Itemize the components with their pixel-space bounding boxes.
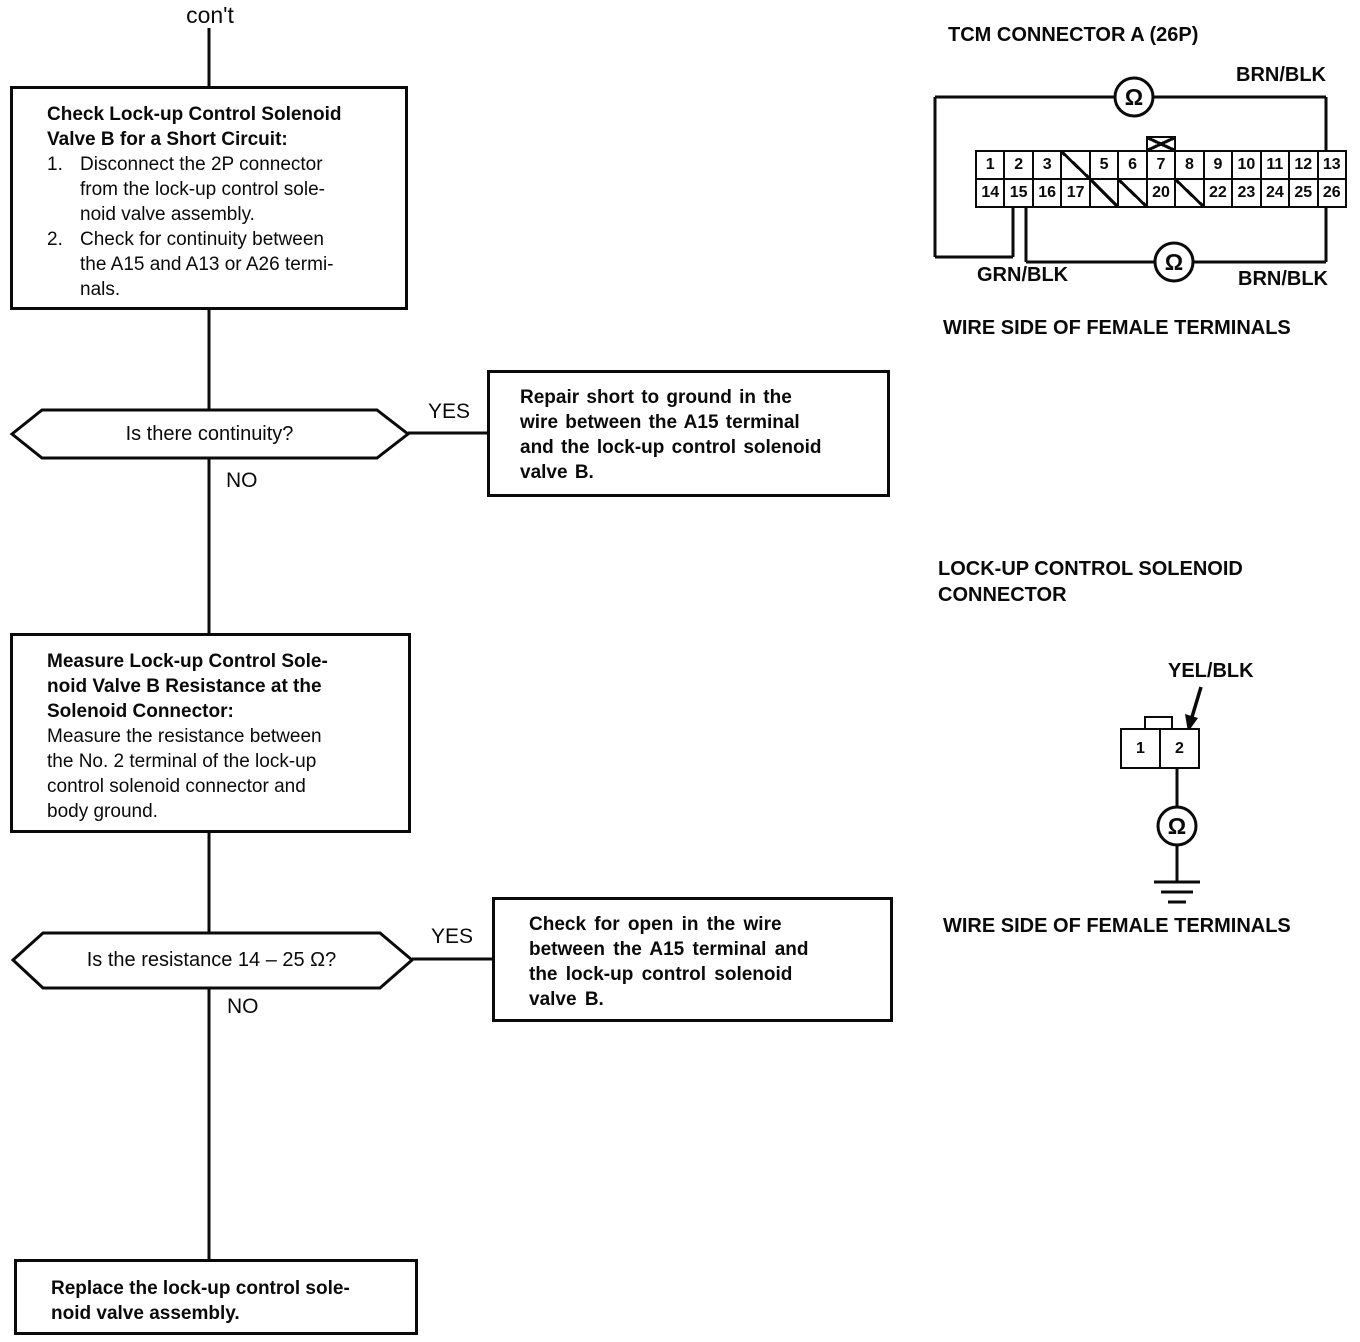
measure-resistance-title: Measure Lock-up Control Sole- noid Valve… (47, 651, 328, 722)
tcm-pin-10: 10 (1233, 152, 1260, 178)
tcm-connector-title: TCM CONNECTOR A (26P) (948, 24, 1199, 46)
decision2-hexagon (10, 931, 415, 990)
tcm-pin-15: 15 (1005, 180, 1032, 206)
solenoid-ohmmeter-symbol: Ω (1168, 813, 1186, 839)
check-open-text: Check for open in the wire between the A… (529, 914, 809, 1010)
yel-blk-arrowhead-icon (1185, 714, 1198, 732)
tcm-ohmmeter-bottom-symbol: Ω (1165, 249, 1183, 275)
measure-resistance-body: Measure the resistance between the No. 2… (47, 726, 322, 822)
tcm-keyway-icon (1146, 136, 1176, 152)
tcm-pin-16: 16 (1033, 180, 1061, 206)
tcm-brn-blk-bottom-label: BRN/BLK (1238, 268, 1328, 290)
tcm-pin-3: 3 (1033, 152, 1061, 178)
tcm-pin-2: 2 (1005, 152, 1032, 178)
tcm-ohmmeter-bottom-circle (1153, 241, 1195, 283)
tcm-pin-1: 1 (977, 152, 1004, 178)
tcm-pin-17: 17 (1062, 180, 1089, 206)
check-open-box: Check for open in the wire between the A… (492, 897, 893, 1022)
check-short-circuit-box: Check Lock-up Control Solenoid Valve B f… (10, 86, 408, 310)
tcm-wire-side-caption: WIRE SIDE OF FEMALE TERMINALS (943, 317, 1291, 339)
decision1-question: Is there continuity? (125, 422, 294, 445)
solenoid-pin-1: 1 (1122, 730, 1161, 767)
tcm-pin-9: 9 (1204, 152, 1232, 178)
tcm-pin-24: 24 (1261, 180, 1289, 206)
tcm-pin-6: 6 (1119, 152, 1146, 178)
tcm-pin-8: 8 (1176, 152, 1203, 178)
solenoid-yel-blk-label: YEL/BLK (1168, 660, 1254, 682)
decision2-no-label: NO (227, 995, 259, 1018)
replace-valve-box: Replace the lock-up control sole- noid v… (14, 1259, 418, 1335)
decision2-question: Is the resistance 14 – 25 Ω? (86, 949, 337, 971)
repair-short-box: Repair short to ground in the wire betwe… (487, 370, 890, 497)
continued-label: con't (186, 2, 234, 28)
decision2-yes-label: YES (431, 925, 474, 948)
solenoid-connector-title: LOCK-UP CONTROL SOLENOID CONNECTOR (938, 558, 1243, 606)
decision1-yes-label: YES (428, 400, 471, 423)
tcm-pin-22: 22 (1204, 180, 1232, 206)
decision1-no-label: NO (226, 469, 258, 492)
step-1-text: Disconnect the 2P connector from the loc… (80, 154, 325, 225)
solenoid-pin-2: 2 (1175, 739, 1184, 757)
step-2-text: Check for continuity between the A15 and… (80, 229, 334, 300)
tcm-pin-11: 11 (1261, 152, 1289, 178)
tcm-grn-blk-label: GRN/BLK (977, 264, 1069, 286)
tcm-ohmmeter-top-circle (1113, 76, 1155, 118)
tcm-brn-blk-top-label: BRN/BLK (1236, 64, 1326, 86)
tcm-pin-5: 5 (1090, 152, 1118, 178)
tcm-pin-19-blocked (1119, 180, 1146, 206)
step-1-number: 1. (47, 154, 63, 175)
step-1-row: 1. Disconnect the 2P connector from the … (47, 152, 391, 227)
tcm-pin-12: 12 (1290, 152, 1317, 178)
tcm-pin-26: 26 (1318, 180, 1345, 206)
step-2-row: 2. Check for continuity between the A15 … (47, 227, 391, 302)
tcm-pin-20: 20 (1147, 180, 1175, 206)
tcm-pin-25: 25 (1290, 180, 1317, 206)
tcm-pin-7: 7 (1147, 152, 1175, 178)
solenoid-connector-2p: 1 2 (1120, 728, 1200, 769)
measure-resistance-box: Measure Lock-up Control Sole- noid Valve… (10, 633, 411, 833)
tcm-ohmmeter-top-symbol: Ω (1125, 84, 1143, 110)
tcm-pin-14: 14 (977, 180, 1004, 206)
replace-valve-text: Replace the lock-up control sole- noid v… (51, 1278, 350, 1324)
tcm-pin-23: 23 (1233, 180, 1260, 206)
tcm-pin-4-blocked (1062, 152, 1089, 178)
yel-blk-arrow-shaft (1190, 686, 1203, 718)
tcm-pin-21-blocked (1176, 180, 1203, 206)
tcm-pin-18-blocked (1090, 180, 1118, 206)
solenoid-wire-side-caption: WIRE SIDE OF FEMALE TERMINALS (943, 915, 1291, 937)
check-short-circuit-title: Check Lock-up Control Solenoid Valve B f… (47, 104, 342, 150)
decision1-hexagon (9, 408, 411, 460)
step-2-number: 2. (47, 229, 63, 250)
tcm-pin-grid: 1 2 3 5 6 7 8 9 10 11 12 13 14 15 16 17 … (975, 150, 1347, 208)
repair-short-text: Repair short to ground in the wire betwe… (520, 387, 822, 483)
tcm-pin-13: 13 (1318, 152, 1345, 178)
